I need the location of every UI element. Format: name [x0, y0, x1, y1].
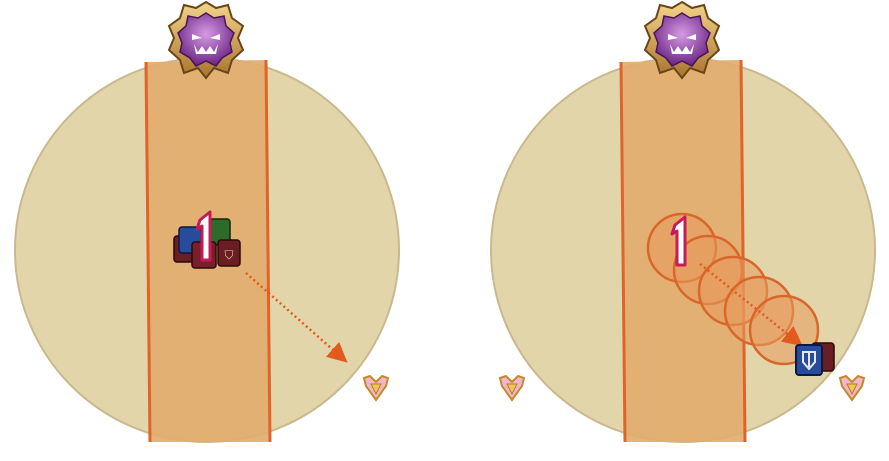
dps-icon [217, 239, 241, 267]
waymark-icon [499, 375, 525, 401]
movement-arrow [699, 263, 803, 347]
svg-text:⛉: ⛉ [224, 248, 233, 262]
waymark-icon [363, 375, 389, 401]
panel-before: ⛉ 1 [14, 1, 400, 443]
movement-arrow [245, 272, 348, 363]
lane-border-right [264, 59, 272, 443]
lane-border-right [739, 59, 747, 443]
waymark-icon [839, 375, 865, 401]
lane-border-left [144, 61, 152, 443]
panel-after: 1 [490, 1, 876, 443]
party-stack [795, 342, 835, 376]
party-stack: ⛉ [173, 218, 241, 269]
lane-border-left [619, 61, 627, 443]
